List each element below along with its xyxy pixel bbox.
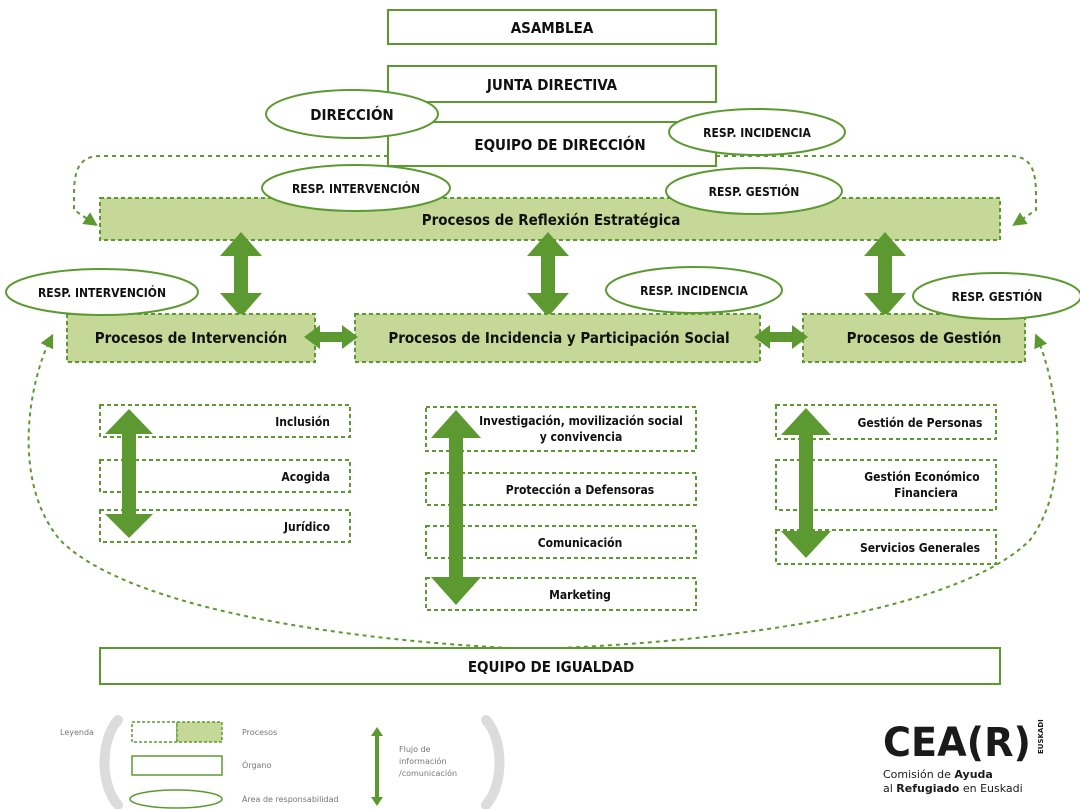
reflexion-estrategica-box: [99, 197, 1001, 241]
legend-process-empty-swatch: [131, 721, 178, 743]
asamblea-box: [387, 9, 717, 45]
legend-title: Leyenda: [60, 728, 94, 737]
feedback-loops: [27, 155, 1059, 649]
feedback-loop-bottom-right: [559, 333, 1059, 649]
subprocess-servicios-label: Servicios Generales: [860, 541, 980, 555]
legend-right-bracket: [481, 715, 505, 809]
feedback-loop-bottom-left: [27, 333, 511, 649]
mid-intervencion-area-label: RESP. INTERVENCIÓN: [38, 285, 166, 300]
top-incidencia-area-label: RESP. INCIDENCIA: [703, 126, 811, 140]
subprocess-economico-label-2: Financiera: [894, 486, 958, 500]
cear-logo-mark: CEA(R): [883, 720, 1031, 766]
legend-organ-swatch: [131, 755, 223, 776]
intervencion-process-label: Procesos de Intervención: [95, 329, 287, 347]
mid-incidencia-area: [605, 266, 783, 314]
equipo-igualdad-box: [99, 647, 1001, 685]
equipo-direccion-label: EQUIPO DE DIRECCIÓN: [474, 135, 645, 154]
cear-logo-line1: Comisión de Ayuda: [883, 768, 993, 781]
cear-logo-vertical: EUSKADI: [1037, 719, 1045, 754]
subprocess-box: [99, 459, 351, 493]
incidencia-subprocess-arrow-icon: [431, 410, 481, 605]
legend-flujo-label-1: Flujo de: [399, 745, 431, 754]
subprocess-inclusion-label: Inclusión: [275, 415, 330, 429]
subprocess-box: [425, 525, 697, 559]
gestion-process-box: [802, 313, 1026, 363]
top-intervencion-area-label: RESP. INTERVENCIÓN: [292, 181, 420, 196]
gestion-process-label: Procesos de Gestión: [847, 329, 1002, 347]
feedback-loop-top-left: [73, 155, 388, 226]
equipo-direccion-box: [387, 121, 717, 167]
legend-flow-arrow-icon: [371, 727, 383, 806]
legend-flujo-label-2: información: [399, 756, 446, 766]
main-processes: Procesos de Intervención Procesos de Inc…: [66, 313, 1026, 363]
legend-left-bracket: [99, 715, 123, 809]
intervencion-process-box: [66, 313, 316, 363]
top-gestion-area: [665, 167, 843, 215]
intervencion-incidencia-arrow-icon: [304, 325, 358, 349]
reflexion-flow-arrows: [220, 232, 906, 317]
responsibility-areas: DIRECCIÓN RESP. INCIDENCIA RESP. INTERVE…: [5, 89, 1080, 320]
subprocess-marketing-label: Marketing: [549, 588, 611, 602]
junta-directiva-label: JUNTA DIRECTIVA: [486, 76, 618, 94]
mid-incidencia-area-label: RESP. INCIDENCIA: [640, 284, 748, 298]
subprocess-economico-label-1: Gestión Económico: [864, 470, 979, 484]
top-intervencion-area: [261, 164, 451, 212]
subprocess-flow-arrows: [105, 408, 831, 605]
subprocess-comunicacion-label: Comunicación: [538, 536, 623, 550]
subprocess-investigacion-label-2: y convivencia: [540, 430, 622, 444]
legend-procesos-label: Procesos: [242, 728, 277, 737]
subprocess-investigacion-label-1: Investigación, movilización social: [479, 414, 683, 428]
subprocess-personas-label: Gestión de Personas: [858, 416, 983, 430]
organ-boxes: ASAMBLEA JUNTA DIRECTIVA EQUIPO DE DIREC…: [387, 9, 717, 167]
incidencia-subprocesses: Investigación, movilización social y con…: [425, 406, 697, 611]
legend: Leyenda Procesos Órgano Área de responsa…: [60, 715, 505, 809]
reflexion-intervencion-arrow-icon: [220, 232, 262, 317]
top-gestion-area-label: RESP. GESTIÓN: [709, 184, 800, 199]
reflexion-estrategica-label: Procesos de Reflexión Estratégica: [422, 211, 681, 229]
asamblea-label: ASAMBLEA: [511, 19, 594, 37]
top-incidencia-area: [668, 108, 846, 156]
gestion-subprocess-arrow-icon: [781, 408, 831, 558]
legend-area-label: Área de responsabilidad: [242, 793, 339, 804]
legend-flujo-label-3: /comunicación: [399, 768, 457, 778]
mid-intervencion-area: [5, 268, 199, 316]
legend-process-filled-swatch: [176, 721, 223, 743]
cear-logo-line2: al Refugiado en Euskadi: [883, 782, 1023, 795]
subprocess-acogida-label: Acogida: [281, 470, 330, 484]
legend-organo-label: Órgano: [242, 759, 271, 770]
cear-logo: CEA(R) EUSKADI Comisión de Ayuda al Refu…: [883, 719, 1045, 795]
intervencion-subprocess-arrow-icon: [105, 409, 153, 538]
subprocess-juridico-label: Jurídico: [283, 520, 330, 534]
junta-directiva-box: [387, 65, 717, 103]
incidencia-gestion-arrow-icon: [754, 325, 808, 349]
incidencia-process-label: Procesos de Incidencia y Participación S…: [388, 329, 729, 347]
process-flow-arrows: [304, 325, 808, 349]
direccion-area: [265, 89, 439, 139]
equipo-igualdad-label: EQUIPO DE IGUALDAD: [468, 658, 634, 676]
subprocess-proteccion-label: Protección a Defensoras: [506, 483, 654, 497]
reflexion-incidencia-arrow-icon: [527, 232, 569, 317]
mid-gestion-area: [912, 272, 1080, 320]
direccion-area-label: DIRECCIÓN: [310, 105, 393, 124]
legend-area-swatch: [129, 789, 223, 809]
mid-gestion-area-label: RESP. GESTIÓN: [952, 289, 1043, 304]
reflexion-gestion-arrow-icon: [864, 232, 906, 317]
feedback-loop-top-right: [716, 155, 1037, 226]
subprocess-box: [425, 472, 697, 506]
